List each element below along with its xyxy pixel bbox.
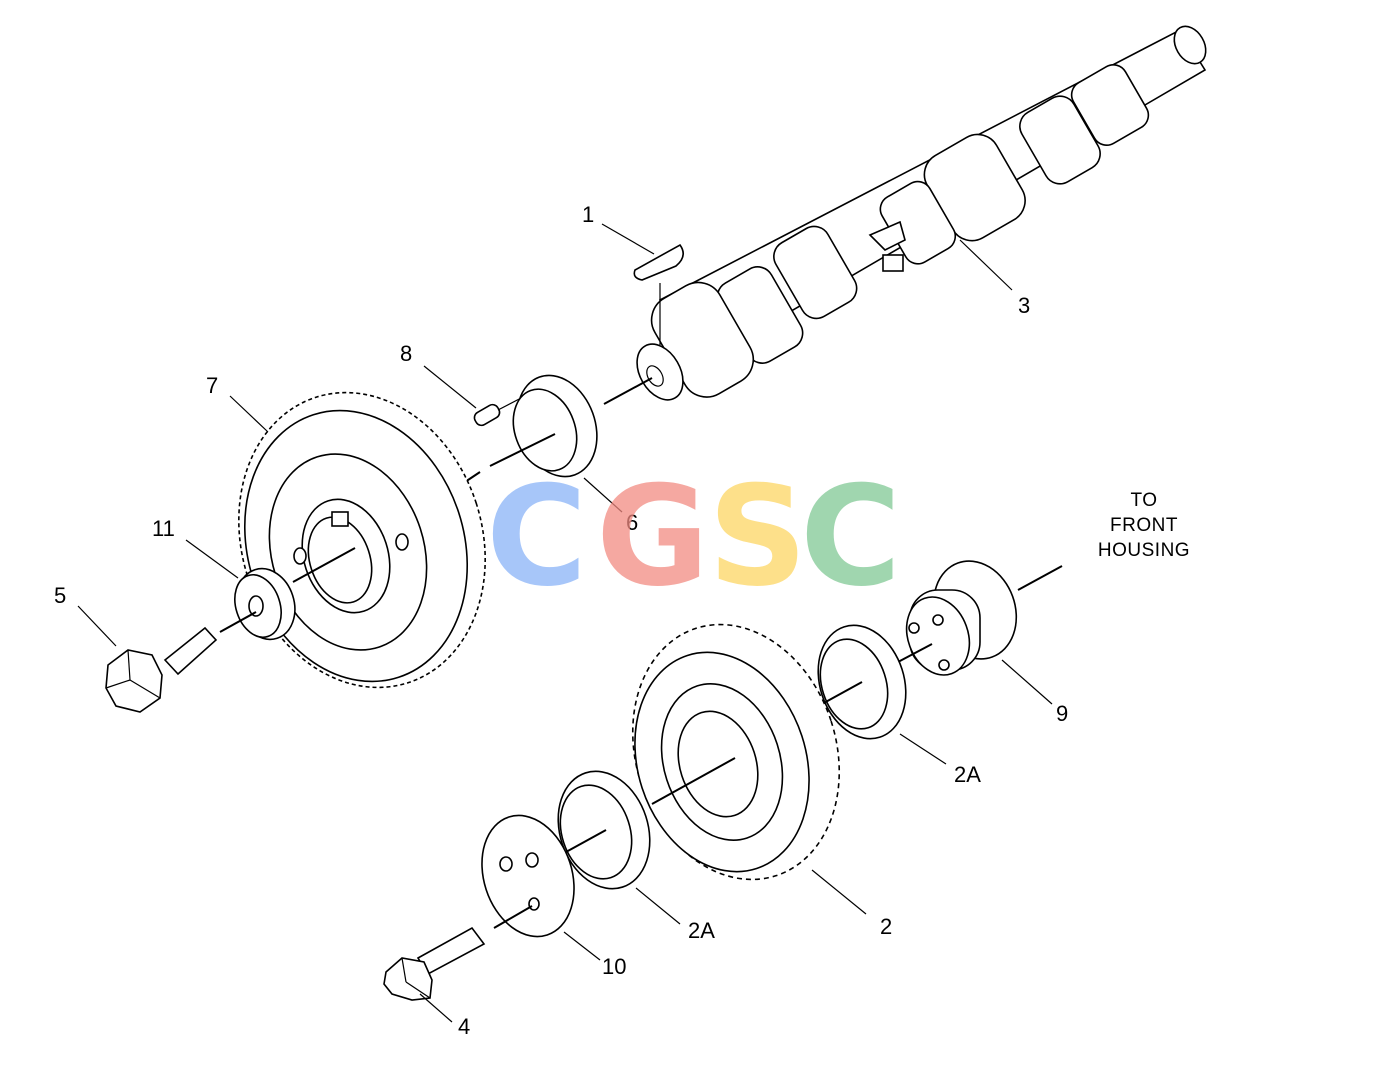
camshaft bbox=[603, 25, 1207, 405]
idler-gear bbox=[631, 623, 841, 881]
bolt-upper bbox=[105, 626, 218, 713]
callout-2: 2 bbox=[880, 914, 893, 939]
bolt-lower bbox=[383, 926, 486, 1001]
washer bbox=[219, 567, 296, 641]
callout-4: 4 bbox=[458, 1014, 471, 1039]
callout-2a-lower: 2A bbox=[688, 918, 715, 943]
callout-7: 7 bbox=[206, 373, 219, 398]
idler-shaft bbox=[897, 560, 1063, 676]
watermark-letter-2: G bbox=[596, 456, 710, 617]
front-housing-note: TO FRONT HOUSING bbox=[1082, 488, 1206, 563]
leader-lines bbox=[77, 223, 1053, 1023]
callout-5: 5 bbox=[54, 583, 67, 608]
camshaft-gear bbox=[238, 391, 486, 689]
callout-3: 3 bbox=[1018, 293, 1031, 318]
note-line-1: TO bbox=[1130, 490, 1158, 511]
watermark-letter-3: S bbox=[708, 456, 808, 617]
callout-2a-upper: 2A bbox=[954, 762, 981, 787]
watermark-letter-1: C bbox=[486, 456, 588, 617]
note-line-2: FRONT bbox=[1110, 515, 1178, 536]
bearing-upper bbox=[817, 624, 907, 740]
callout-10: 10 bbox=[602, 954, 627, 979]
retaining-plate bbox=[481, 814, 575, 938]
note-line-3: HOUSING bbox=[1097, 540, 1191, 561]
callout-9: 9 bbox=[1056, 701, 1069, 726]
callout-6: 6 bbox=[626, 510, 639, 535]
bearing-lower bbox=[557, 770, 651, 890]
callout-8: 8 bbox=[400, 341, 413, 366]
watermark-letter-4: C bbox=[800, 456, 902, 617]
woodruff-key bbox=[633, 243, 684, 345]
callout-1: 1 bbox=[582, 202, 595, 227]
thrust-plate bbox=[455, 374, 598, 489]
callout-11: 11 bbox=[152, 516, 175, 541]
